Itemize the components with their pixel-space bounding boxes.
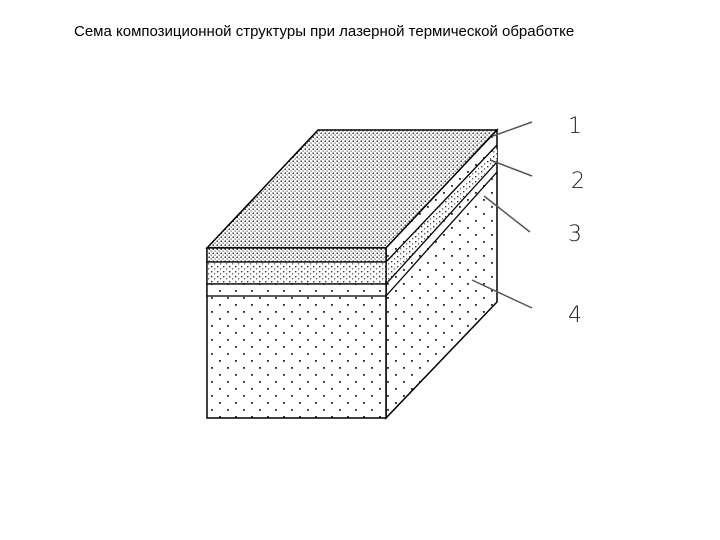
slide-title: Сема композиционной структуры при лазерн… [74,23,575,40]
leader-line-2 [489,159,533,177]
callout-label-4: 4 [568,303,582,328]
leader-line-4 [471,279,533,309]
leader-line-3 [483,195,531,233]
callout-label-3: 3 [568,222,582,247]
front-face-layer-2 [206,261,387,285]
front-face-layer-3 [206,283,387,297]
leader-line-1 [492,121,533,137]
right-face-layer-2-band [386,148,497,284]
right-face-layer-line-a [385,144,498,263]
right-face-layer-line-c [385,171,498,297]
front-face-layer-1 [206,247,387,263]
right-face-layer-line-b [385,161,498,285]
callout-label-2: 2 [571,169,585,194]
callout-label-1: 1 [568,114,582,139]
